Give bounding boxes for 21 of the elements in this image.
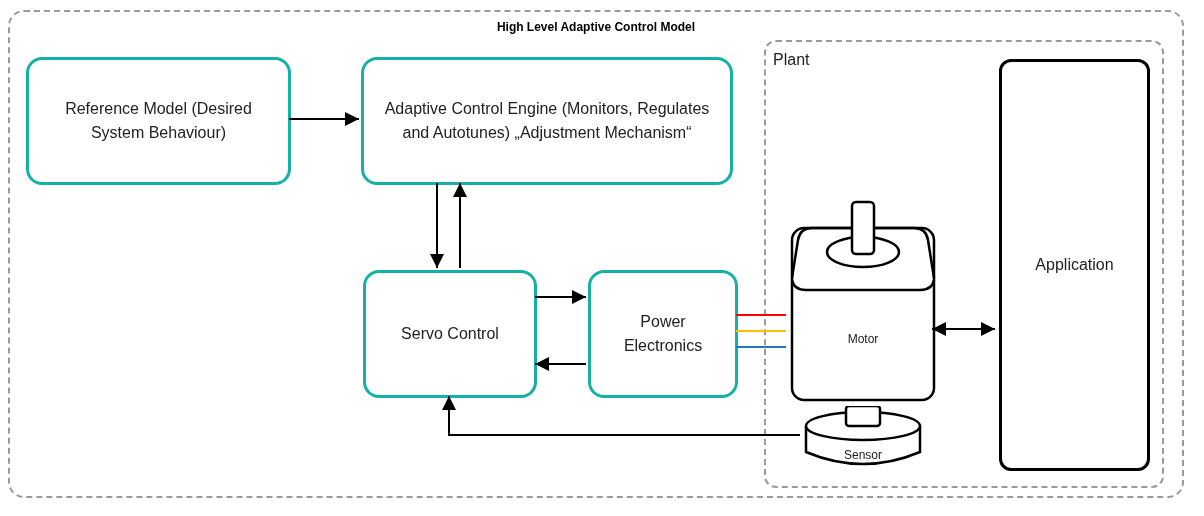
component-label: Motor [846, 331, 880, 348]
frame-title: Plant [773, 50, 810, 70]
process-box: Application [999, 59, 1150, 471]
arrow [534, 290, 587, 304]
model-frame [8, 10, 1184, 498]
arrow [534, 357, 587, 371]
plant-frame [764, 40, 1164, 488]
arrow [430, 182, 444, 269]
wire [735, 330, 787, 332]
wire [735, 346, 787, 348]
wire [735, 314, 787, 316]
process-box: Reference Model (Desired System Behaviour) [26, 57, 291, 185]
process-box: Adaptive Control Engine (Monitors, Regulates and Autotunes) „Adjustment Mechanism“ [361, 57, 733, 185]
arrow [288, 112, 360, 126]
process-box: Power Electronics [588, 270, 738, 398]
process-box: Servo Control [363, 270, 537, 398]
component-label: Sensor [843, 447, 883, 464]
frame-title: High Level Adaptive Control Model [495, 19, 697, 36]
arrow [931, 322, 996, 336]
arrow [453, 182, 467, 269]
arrow [442, 395, 801, 436]
